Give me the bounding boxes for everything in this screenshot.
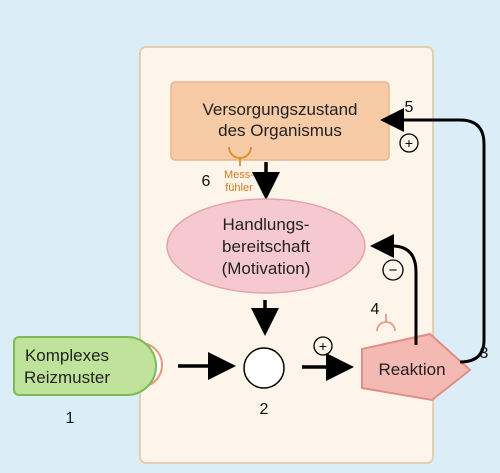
sensor-label-line2: fühler	[225, 182, 253, 194]
stimulus-pattern-box	[13, 336, 157, 396]
central-node-circle	[243, 347, 285, 389]
plus-sign-circle-supply	[399, 133, 419, 153]
reaction-shape	[361, 332, 472, 402]
number-5: 5	[405, 99, 414, 116]
number-3: 3	[480, 345, 489, 362]
reaction-label: Reaktion	[378, 360, 445, 379]
supply-state-label-line1: Versorgungszustand	[203, 100, 358, 119]
readiness-label-line1: Handlungs-	[223, 215, 310, 234]
negative-feedback-arrow	[370, 234, 418, 345]
stimulus-label-line2: Reizmuster	[24, 368, 110, 387]
supply-state-label-line2: des Organismus	[218, 121, 342, 140]
number-2: 2	[260, 401, 269, 418]
number-4: 4	[371, 301, 380, 318]
sensor-label-line1: Mess-	[224, 169, 254, 181]
readiness-label-line2: bereitschaft	[222, 237, 310, 256]
minus-sign-circle	[382, 259, 404, 281]
plus-sign-supply: +	[405, 135, 413, 151]
stimulus-label-line1: Komplexes	[25, 346, 109, 365]
supply-feedback-arrow	[380, 108, 486, 364]
number-6: 6	[202, 173, 211, 190]
number-1: 1	[66, 410, 75, 427]
plus-sign-reaction: +	[319, 338, 327, 354]
minus-sign: −	[389, 262, 398, 279]
sensor-cup-icon	[228, 146, 252, 159]
readiness-ellipse	[166, 198, 366, 294]
plus-sign-circle-reaction	[313, 336, 333, 356]
readiness-label-line3: (Motivation)	[222, 259, 311, 278]
